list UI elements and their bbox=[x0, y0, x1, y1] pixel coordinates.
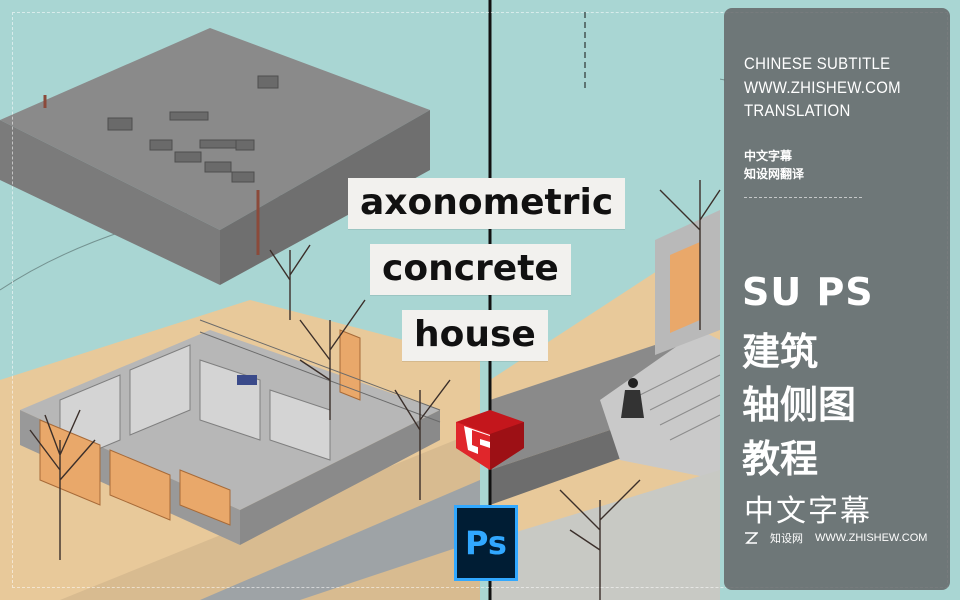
panel-subtitle: 中文字幕 bbox=[744, 494, 872, 529]
photoshop-logo-icon: Ps bbox=[454, 505, 518, 581]
photoshop-label: Ps bbox=[465, 524, 507, 562]
panel-heading-line-2: 建筑 bbox=[742, 330, 819, 374]
panel-english-line-2: WWW.ZHISHEW.COM bbox=[744, 78, 901, 97]
title-line-2: concrete bbox=[370, 244, 571, 295]
panel-divider bbox=[744, 197, 862, 198]
title-line-3: house bbox=[402, 310, 548, 361]
panel-heading-line-3: 轴侧图 bbox=[742, 383, 857, 427]
sketchup-logo-icon bbox=[456, 410, 524, 470]
title-line-1: axonometric bbox=[348, 178, 626, 229]
panel-english-line-3: TRANSLATION bbox=[744, 101, 851, 120]
panel-heading-line-4: 教程 bbox=[742, 437, 819, 481]
footer-brand-name: 知设网 bbox=[770, 533, 803, 545]
panel-heading-software: SU PS bbox=[742, 270, 874, 314]
panel-chinese-caption-2: 知设网翻译 bbox=[744, 167, 805, 181]
panel-english-line-1: CHINESE SUBTITLE bbox=[744, 54, 891, 73]
footer-url: WWW.ZHISHEW.COM bbox=[815, 532, 928, 544]
panel-footer: 知设网 WWW.ZHISHEW.COM bbox=[744, 530, 927, 546]
info-panel: CHINESE SUBTITLE WWW.ZHISHEW.COM TRANSLA… bbox=[724, 8, 950, 590]
zhishew-logo-icon bbox=[745, 532, 758, 544]
panel-chinese-caption-1: 中文字幕 bbox=[744, 149, 793, 163]
